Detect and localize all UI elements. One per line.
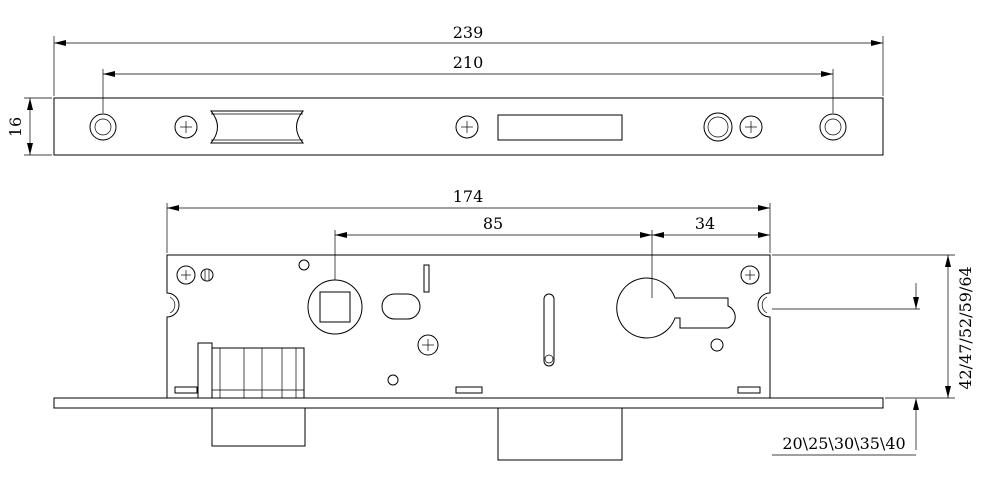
case-screw-top-right [740,265,760,285]
faceplate-mounting-hole-right [819,113,847,141]
dimension-label-16: 16 [6,117,25,137]
faceplate-top-view [53,97,884,156]
dimension-label-85: 85 [483,214,503,233]
dimension-faceplate-width [24,97,52,156]
faceplate-round-hole [703,112,733,142]
dimension-label-239: 239 [453,23,484,42]
dimension-faceplate-length [53,36,884,96]
lock-body-side-view [53,254,884,461]
case-screw-top-left [176,265,214,285]
lock-front-plate [53,397,884,409]
latch-mechanism [197,342,305,399]
bottom-slot-right [737,386,761,394]
rivet-2 [387,374,399,386]
dimension-label-thickness: 20\25\30\35\40 [782,434,905,453]
faceplate-outline [53,97,884,156]
bolt-guide-slot [543,293,555,367]
faceplate-screw-2 [455,115,479,139]
dimension-hole-spacing [102,69,834,113]
bottom-slot-left [174,386,198,394]
dimension-label-210: 210 [453,53,484,72]
handle-spindle-hub [307,279,363,335]
cylinder-cutout [616,277,736,339]
faceplate-mounting-hole-left [89,113,117,141]
dimension-label-backset: 42/47/52/59/64 [956,266,975,389]
dimension-backset [772,254,955,399]
faceplate-screw-3 [739,115,763,139]
small-vertical-slot [423,264,430,293]
dimension-cylinder-offset [652,232,770,238]
dimension-faceplate-thickness [772,283,920,456]
dimension-label-34: 34 [695,214,715,233]
rivet-3 [710,338,724,352]
dimension-case-length [166,203,771,253]
bottom-slot-middle [455,386,483,394]
dead-bolt-projection [497,407,623,461]
rivet-1 [298,259,310,271]
latch-bolt-projection [211,407,306,447]
dimension-label-174: 174 [453,187,484,206]
dimension-handle-to-cylinder [334,230,653,280]
case-screw-middle [417,334,439,356]
faceplate-bolt-opening [497,114,623,141]
faceplate-screw-1 [174,115,198,139]
oval-slot [381,293,421,320]
faceplate-latch-opening [209,110,305,144]
